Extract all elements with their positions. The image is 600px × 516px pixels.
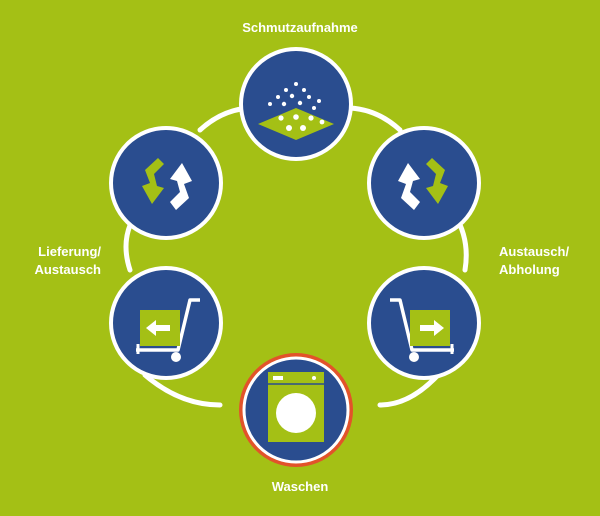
node-exchange-left: [109, 126, 223, 240]
label-right-line2: Abholung: [499, 262, 560, 277]
label-austausch-abholung: Austausch/ Abholung: [499, 243, 579, 279]
node-delivery: [109, 266, 223, 380]
label-left-line2: Austausch: [34, 262, 101, 277]
recycle-arrows-icon: [398, 158, 448, 210]
label-waschen: Waschen: [0, 478, 600, 496]
label-lieferung-austausch: Lieferung/ Austausch: [0, 243, 101, 279]
hand-truck-arrow-right-icon: [390, 298, 454, 362]
hand-truck-arrow-left-icon: [136, 298, 200, 362]
label-left-line1: Lieferung/: [38, 244, 101, 259]
node-schmutzaufnahme: [239, 47, 353, 161]
recycle-arrows-icon: [142, 158, 192, 210]
node-pickup: [367, 266, 481, 380]
label-right-line1: Austausch/: [499, 244, 570, 259]
cycle-connector-line: [123, 105, 469, 408]
washing-machine-icon: [268, 372, 324, 442]
dirt-mat-icon: [258, 82, 334, 140]
label-schmutzaufnahme-text: Schmutzaufnahme: [242, 20, 358, 35]
node-exchange-right: [367, 126, 481, 240]
label-waschen-text: Waschen: [271, 479, 329, 494]
node-waschen: [239, 353, 353, 467]
label-schmutzaufnahme: Schmutzaufnahme: [0, 19, 600, 37]
